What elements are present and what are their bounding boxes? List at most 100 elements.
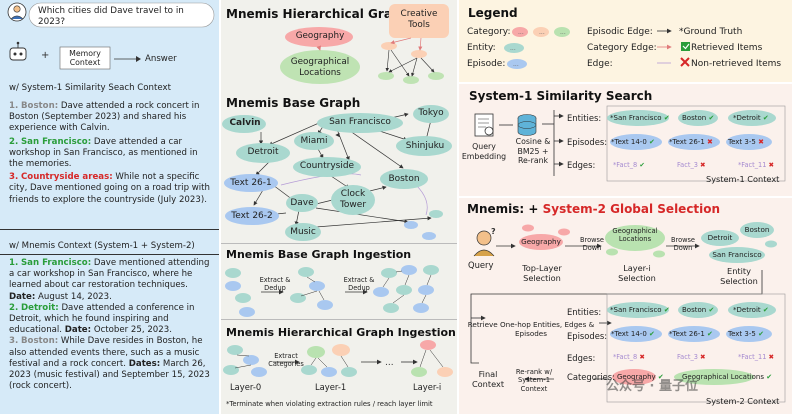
sys1-item-2: 2. San Francisco: Dave attended a car wo…: [9, 136, 198, 170]
svg-text:...: ...: [513, 61, 519, 68]
node-text26-2: Text 26-2: [231, 211, 273, 221]
query-person-icon: ?: [473, 227, 496, 257]
cross-icon: [680, 57, 690, 67]
sys2-retrieve-label: Retrieve One-hop Entities, Edges & Episo…: [467, 320, 595, 338]
svg-text:...: ...: [518, 29, 524, 36]
sys2-diagram: ?: [470, 222, 786, 403]
layer-0-label: Layer-0: [230, 382, 262, 392]
sys1-item-3: 3. Countryside areas: While not a specif…: [9, 172, 210, 205]
legend-category-edge: Category Edge:: [587, 43, 657, 53]
sys2-query-label: Query: [468, 260, 494, 270]
node-shinjuku: Shinjuku: [405, 141, 445, 151]
hier-ingestion-footnote: *Terminate when violating extraction rul…: [226, 400, 433, 408]
question-text: Which cities did Dave travel to in 2023?: [38, 6, 184, 27]
svg-text:...: ...: [560, 29, 566, 36]
document-search-icon: [474, 113, 494, 137]
sys2-edge-1: *Fact_8 ✖: [613, 353, 645, 361]
hier-graph: [280, 4, 449, 84]
sys1-episode-3: Text 3-5 ✖: [728, 138, 764, 146]
sys2-entity-3: *Detroit ✔: [733, 306, 769, 314]
sys1-item-1: 1. Boston: Dave attended a rock concert …: [9, 101, 200, 134]
sys1-edge-1: *Fact_8 ✔: [613, 161, 645, 169]
watermark: 公众号 · 量子位: [606, 379, 698, 394]
legend-swatches: ......... ......: [504, 27, 690, 69]
node-countryside: Countryside: [299, 161, 355, 171]
mnemis-context-header: w/ Mnemis Context (System-1 + System-2): [9, 241, 195, 251]
sys2-episode-3: Text 3-5 ✔: [728, 330, 764, 338]
sys2-layer-i-label: Layer-i Selection: [618, 263, 656, 283]
sys1-entity-2: Boston ✔: [682, 114, 715, 122]
sys2-san-francisco-node: San Francisco: [712, 250, 762, 259]
legend-edge: Edge:: [587, 59, 613, 69]
sys1-episode-1: *Text 14-0 ✔: [611, 138, 655, 146]
question-bubble: [28, 2, 215, 28]
node-text26-1: Text 26-1: [230, 178, 272, 188]
hier-ingestion-step: Extract Categories: [268, 352, 304, 368]
sys1-context-header: w/ System-1 Similarity Seach Context: [9, 83, 171, 93]
middle-graphs: ...: [222, 4, 453, 377]
legend-ground-truth: *Ground Truth: [679, 27, 743, 37]
sys2-entity-1: *San Francisco ✔: [610, 306, 670, 314]
sys2-entity-sel-label: Entity Selection: [720, 266, 758, 286]
node-tokyo: Tokyo: [418, 108, 444, 118]
base-ingestion-title: Mnemis Base Graph Ingestion: [226, 248, 412, 261]
legend-category: Category:: [467, 27, 511, 37]
sys2-detroit-node: Detroit: [707, 233, 733, 242]
svg-text:+: +: [41, 50, 49, 61]
memory-context-label: Memory Context: [69, 49, 101, 67]
sys1-episodes-label: Episodes:: [567, 137, 608, 147]
svg-text:...: ...: [510, 45, 516, 52]
sys2-category-2: Geographical Locations ✔: [682, 373, 773, 381]
sys1-context-label: System-1 Context: [706, 174, 780, 184]
sys2-context-label: System-2 Context: [706, 396, 780, 406]
sys2-browse-down-2: Browse Down: [670, 236, 695, 252]
query-flow: +: [7, 2, 215, 70]
sys2-episodes-label: Episodes:: [567, 331, 608, 341]
hier-ingestion-title: Mnemis Hierarchical Graph Ingestion: [226, 326, 456, 339]
node-calvin: Calvin: [229, 118, 261, 128]
node-detroit: Detroit: [247, 147, 279, 157]
hier-ingestion-diagram: ...: [223, 340, 453, 377]
legend-non-retrieved: Non-retrieved Items: [691, 59, 782, 69]
legend-entity: Entity:: [467, 43, 496, 53]
sys2-edges-label: Edges:: [567, 353, 596, 363]
base-ingestion-step-2: Extract & Dedup: [343, 276, 375, 292]
node-boston: Boston: [388, 174, 420, 184]
sys2-browse-down-1: Browse Down: [579, 236, 604, 252]
sys1-entity-1: *San Francisco ✔: [610, 114, 670, 122]
query-embedding-label: Query Embedding: [461, 142, 507, 161]
svg-text:...: ...: [385, 358, 394, 368]
sys1-entities-label: Entities:: [567, 113, 602, 123]
layer-i-label: Layer-i: [413, 382, 442, 392]
base-ingestion-step-1: Extract & Dedup: [259, 276, 291, 292]
sys2-edge-3: *Fact_11 ✖: [738, 353, 775, 361]
svg-text:?: ?: [491, 227, 496, 236]
sys1-edges-label: Edges:: [567, 160, 596, 170]
answer-label: Answer: [145, 54, 177, 64]
mnemis-context-list: 1. San Francisco: Dave mentioned attendi…: [9, 258, 214, 392]
node-clock-tower: Clock Tower: [339, 189, 367, 210]
hier-creative-tools-label: Creative Tools: [400, 9, 438, 30]
sys2-entity-2: Boston ✔: [682, 306, 715, 314]
node-san-francisco: San Francisco: [329, 117, 391, 127]
robot-icon: [9, 41, 27, 61]
sys2-categories-label: Categories:: [567, 372, 615, 382]
svg-text:...: ...: [539, 29, 545, 36]
legend-episode: Episode:: [467, 59, 506, 69]
cosine-label: Cosine & BM25 + Re-rank: [515, 137, 551, 165]
sys2-episode-2: *Text 26-1 ✔: [669, 330, 713, 338]
sys1-context-list: 1. Boston: Dave attended a rock concert …: [9, 101, 214, 206]
mnemis-item-2: 2. Detroit: Dave attended a conference i…: [9, 302, 195, 336]
sys2-rerank-label: Re-rank w/ System-1 Context: [515, 368, 553, 393]
hier-graph-title: Mnemis Hierarchical Graph: [226, 7, 410, 21]
sys2-episode-1: *Text 14-0 ✔: [611, 330, 655, 338]
mnemis-item-1: 1. San Francisco: Dave mentioned attendi…: [9, 258, 210, 302]
base-ingestion-diagram: [225, 265, 439, 317]
legend-retrieved: Retrieved Items: [691, 43, 763, 53]
user-icon: [7, 2, 27, 22]
sys1-title: System-1 Similarity Search: [469, 89, 653, 103]
sys2-geography-node: Geography: [521, 237, 561, 246]
check-icon: [681, 42, 690, 51]
legend-title: Legend: [468, 6, 518, 20]
node-miami: Miami: [300, 136, 328, 146]
